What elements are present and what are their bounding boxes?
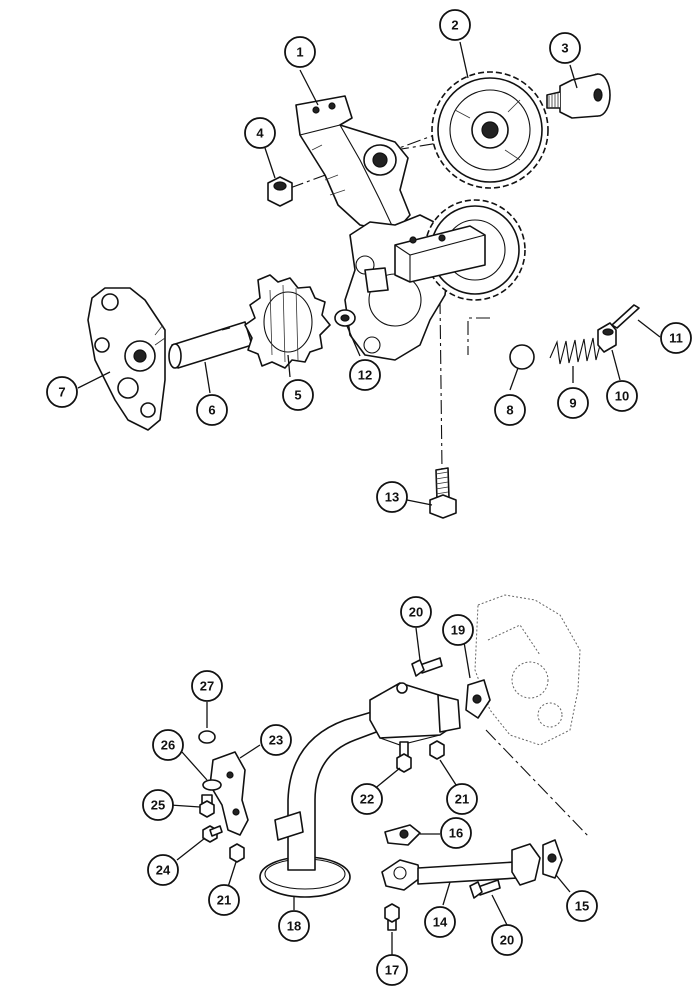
bolt bbox=[384, 903, 400, 931]
callout-1: 1 bbox=[284, 36, 316, 68]
svg-text:3: 3 bbox=[561, 41, 568, 56]
svg-text:18: 18 bbox=[287, 919, 301, 934]
svg-text:7: 7 bbox=[58, 385, 65, 400]
bolt bbox=[199, 794, 215, 818]
flange-nut bbox=[267, 176, 293, 207]
callout-4: 4 bbox=[244, 117, 276, 149]
callout-labels: 1 2 3 4 5 6 7 8 9 10 11 12 13 20 19 27 2… bbox=[46, 9, 692, 986]
support-bracket bbox=[209, 751, 249, 836]
callout-17: 17 bbox=[376, 954, 408, 986]
callout-5: 5 bbox=[282, 379, 314, 411]
callout-15: 15 bbox=[566, 890, 598, 922]
svg-text:23: 23 bbox=[269, 733, 283, 748]
callout-20-lower: 20 bbox=[491, 924, 523, 956]
callout-14: 14 bbox=[424, 906, 456, 938]
callout-2: 2 bbox=[439, 9, 471, 41]
pump-cover-plate bbox=[87, 287, 166, 431]
callout-9: 9 bbox=[557, 387, 589, 419]
callout-12: 12 bbox=[349, 359, 381, 391]
svg-text:26: 26 bbox=[161, 738, 175, 753]
flange-gasket bbox=[542, 839, 563, 879]
spacer bbox=[198, 730, 216, 744]
oil-tube bbox=[381, 843, 541, 891]
callout-27: 27 bbox=[191, 670, 223, 702]
svg-text:4: 4 bbox=[256, 126, 264, 141]
pump-shaft bbox=[168, 321, 253, 369]
callout-8: 8 bbox=[494, 394, 526, 426]
callout-20: 20 bbox=[400, 596, 432, 628]
relief-valve-block bbox=[394, 225, 486, 283]
cotter-pin bbox=[611, 304, 640, 329]
callout-10: 10 bbox=[606, 380, 638, 412]
svg-text:20: 20 bbox=[409, 605, 423, 620]
callout-16: 16 bbox=[440, 817, 472, 849]
alignment-line bbox=[439, 299, 443, 471]
svg-text:21: 21 bbox=[217, 893, 231, 908]
callout-25: 25 bbox=[142, 789, 174, 821]
callout-13: 13 bbox=[376, 481, 408, 513]
svg-text:27: 27 bbox=[200, 679, 214, 694]
callout-26: 26 bbox=[152, 729, 184, 761]
suction-tube bbox=[259, 682, 461, 898]
bolt bbox=[411, 657, 443, 677]
callout-6: 6 bbox=[196, 394, 228, 426]
svg-text:25: 25 bbox=[151, 798, 165, 813]
oil-pump-assembly bbox=[87, 71, 640, 519]
svg-text:19: 19 bbox=[451, 623, 465, 638]
gasket bbox=[465, 679, 491, 719]
callout-7: 7 bbox=[46, 376, 78, 408]
pump-gear bbox=[244, 274, 331, 369]
hex-bolt bbox=[429, 467, 457, 519]
svg-text:13: 13 bbox=[385, 490, 399, 505]
bolt bbox=[469, 879, 501, 899]
leader-lines bbox=[77, 41, 661, 955]
drive-gear bbox=[431, 71, 549, 189]
svg-text:11: 11 bbox=[669, 331, 683, 346]
svg-text:22: 22 bbox=[360, 792, 374, 807]
washer bbox=[202, 779, 222, 791]
svg-text:24: 24 bbox=[156, 863, 171, 878]
svg-text:17: 17 bbox=[385, 963, 399, 978]
bolt bbox=[202, 825, 223, 843]
nut bbox=[429, 740, 445, 760]
callout-23: 23 bbox=[260, 724, 292, 756]
relief-plug bbox=[597, 322, 617, 353]
callout-19: 19 bbox=[442, 614, 474, 646]
bushing bbox=[334, 309, 356, 327]
mounting-bracket bbox=[295, 95, 411, 233]
alignment-line bbox=[467, 317, 490, 355]
callout-24: 24 bbox=[147, 854, 179, 886]
svg-text:10: 10 bbox=[615, 389, 629, 404]
nut bbox=[229, 843, 245, 863]
svg-text:9: 9 bbox=[569, 396, 576, 411]
svg-text:1: 1 bbox=[296, 45, 303, 60]
callout-3: 3 bbox=[549, 32, 581, 64]
callout-22: 22 bbox=[351, 783, 383, 815]
callout-21: 21 bbox=[446, 783, 478, 815]
callout-21-lower: 21 bbox=[208, 884, 240, 916]
svg-text:5: 5 bbox=[294, 388, 301, 403]
svg-text:16: 16 bbox=[449, 826, 463, 841]
svg-text:20: 20 bbox=[500, 933, 514, 948]
svg-text:21: 21 bbox=[455, 792, 469, 807]
suction-tube-assembly bbox=[198, 594, 591, 931]
svg-text:6: 6 bbox=[208, 403, 215, 418]
bolt bbox=[396, 741, 412, 773]
svg-text:2: 2 bbox=[451, 18, 458, 33]
svg-text:12: 12 bbox=[358, 368, 372, 383]
pump-reference-outline bbox=[474, 594, 581, 746]
check-ball bbox=[509, 344, 535, 370]
callout-11: 11 bbox=[660, 322, 692, 354]
svg-text:15: 15 bbox=[575, 899, 589, 914]
svg-text:8: 8 bbox=[506, 403, 513, 418]
tube-gasket bbox=[384, 824, 421, 846]
callout-18: 18 bbox=[278, 910, 310, 942]
svg-text:14: 14 bbox=[433, 915, 448, 930]
idler-shaft bbox=[546, 73, 611, 119]
relief-spring bbox=[549, 337, 603, 365]
alignment-line bbox=[485, 729, 591, 839]
